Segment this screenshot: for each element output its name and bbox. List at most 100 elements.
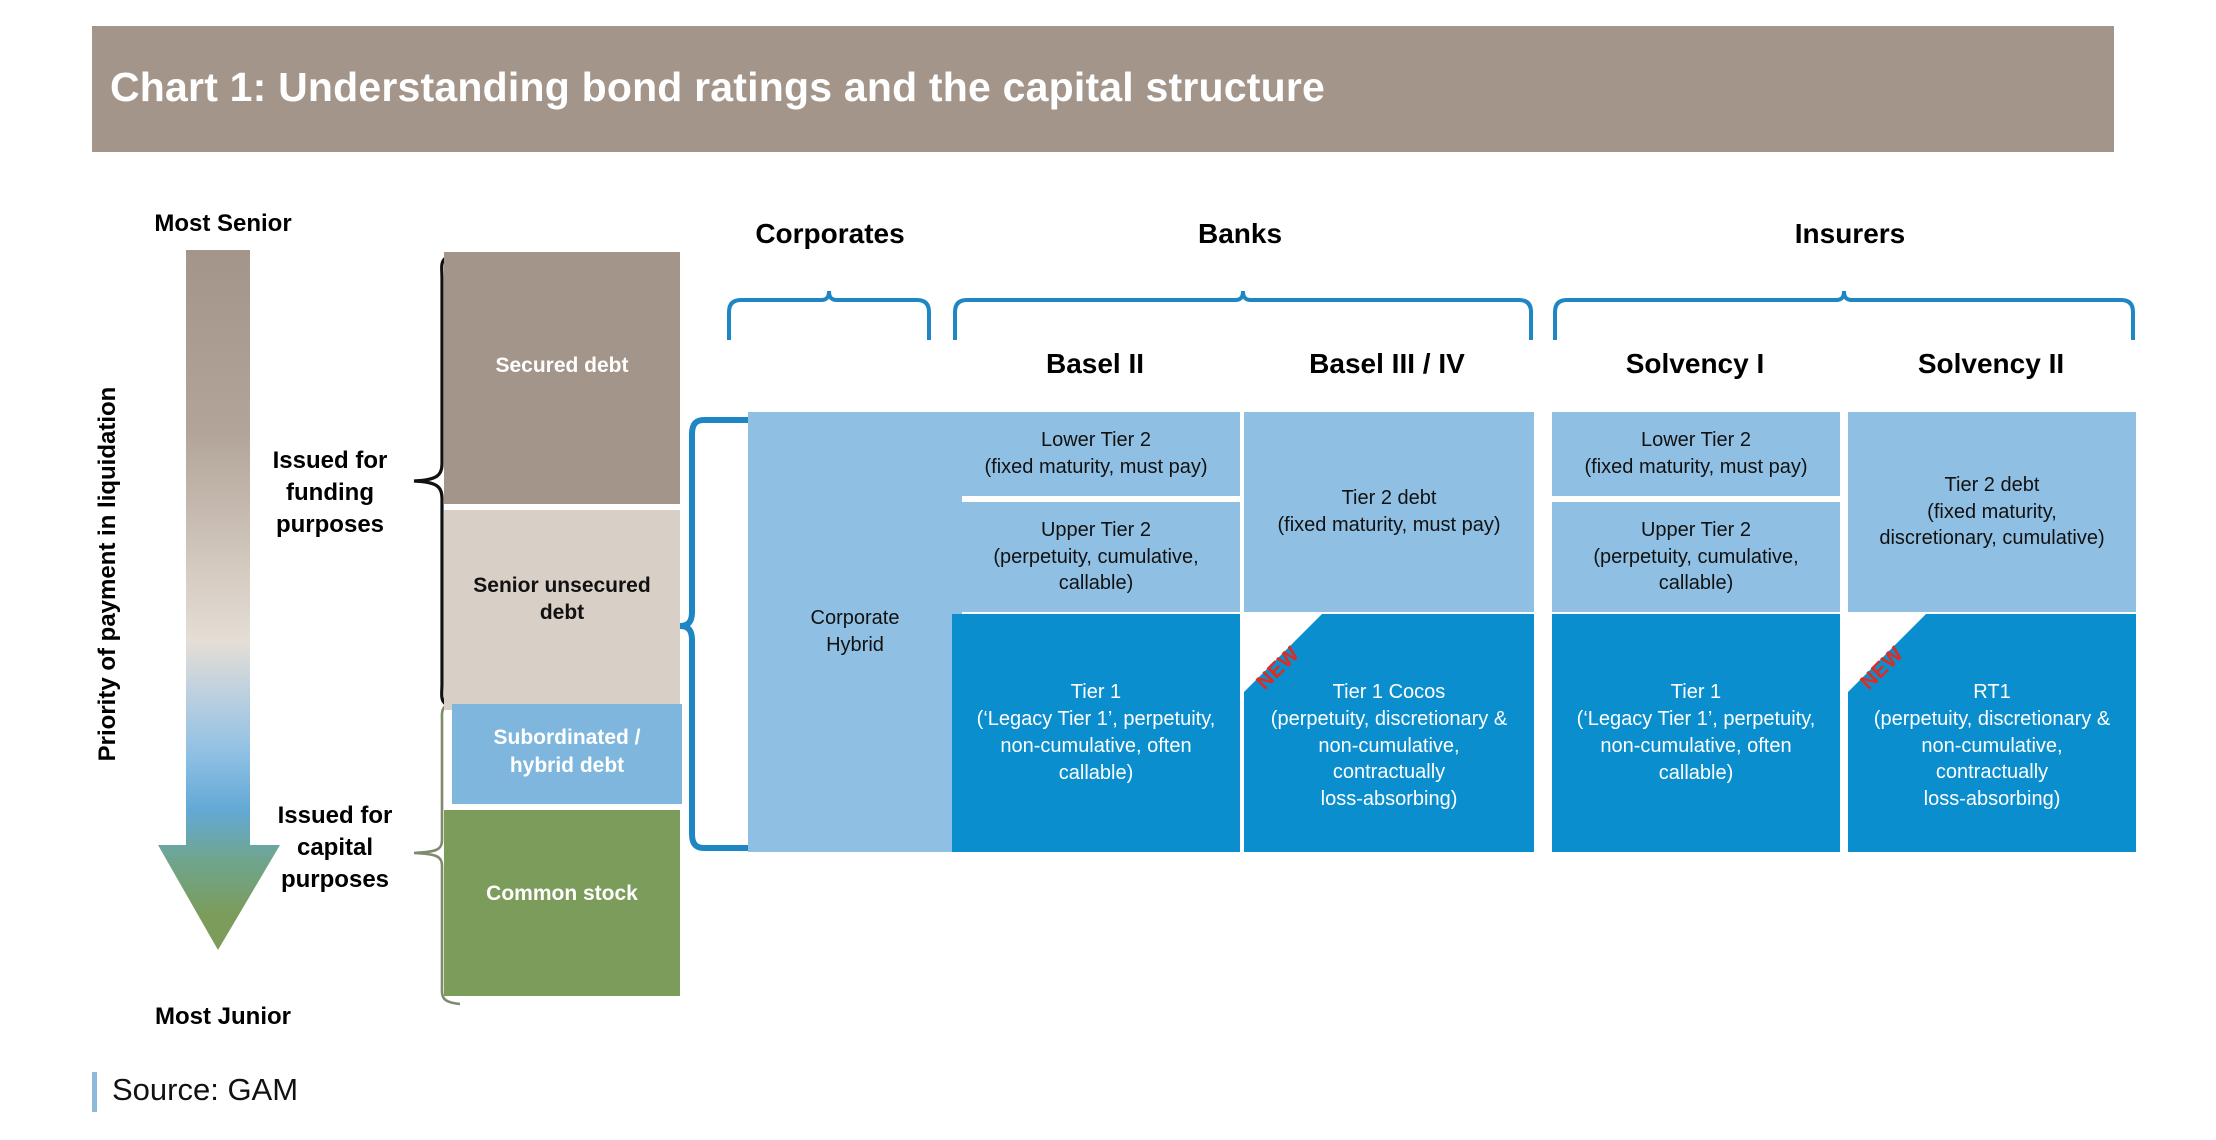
s2rt1-line-1: RT1	[1973, 681, 2011, 703]
s1t1-line-4: callable)	[1658, 761, 1734, 784]
page-title: Chart 1: Understanding bond ratings and …	[110, 64, 1325, 110]
b34cc-line-4: contractually	[1332, 761, 1446, 784]
s2t2-line-2: (fixed maturity,	[1927, 500, 2057, 523]
cell-solvency2-tier-2-debt[interactable]: Tier 2 debt (fixed maturity, discretiona…	[1848, 412, 2136, 612]
senior-line-2: debt	[539, 601, 585, 625]
cell-basel2-upper-tier-2[interactable]: Upper Tier 2 (perpetuity, cumulative, ca…	[952, 502, 1240, 612]
seniority-gradient-arrow	[158, 250, 280, 950]
s2rt1-line-4: contractually	[1935, 761, 2049, 784]
corp-hybrid-line-1: Corporate	[810, 607, 900, 630]
funding-line-2: funding	[286, 478, 374, 506]
ladder-box-common-stock[interactable]: Common stock	[444, 810, 680, 996]
cell-solvency2-rt1-text: RT1 (perpetuity, discretionary & non-cum…	[1864, 653, 2120, 813]
s2t2-line-3: discretionary, cumulative)	[1879, 527, 2105, 550]
b34cc-line-5: loss-absorbing)	[1320, 788, 1458, 811]
cell-solvency1-lower-tier-2-text: Lower Tier 2 (fixed maturity, must pay)	[1574, 427, 1817, 481]
s1ut2-line-1: Upper Tier 2	[1640, 518, 1752, 541]
b34t2-line-1: Tier 2 debt	[1341, 487, 1437, 510]
b34cc-line-3: non-cumulative,	[1318, 734, 1460, 757]
b2ut2-line-2: (perpetuity, cumulative,	[993, 545, 1199, 568]
b2ut2-line-3: callable)	[1058, 572, 1134, 595]
b2lt2-line-1: Lower Tier 2	[1040, 429, 1152, 452]
cell-basel2-tier-1[interactable]: Tier 1 (‘Legacy Tier 1’, perpetuity, non…	[952, 614, 1240, 852]
ladder-box-senior-unsecured-debt[interactable]: Senior unsecured debt	[444, 510, 680, 710]
s2rt1-line-3: non-cumulative,	[1921, 734, 2063, 757]
funding-line-3: purposes	[275, 510, 385, 538]
s2rt1-line-5: loss-absorbing)	[1923, 788, 2061, 811]
sub-line-1: Subordinated /	[493, 726, 641, 749]
ladder-label-subordinated-hybrid-debt: Subordinated / hybrid debt	[452, 724, 682, 781]
cell-solvency2-tier-2-debt-text: Tier 2 debt (fixed maturity, discretiona…	[1869, 472, 2114, 552]
subcolumn-title-basel-iii-iv: Basel III / IV	[1309, 348, 1465, 379]
b34cc-line-1: Tier 1 Cocos	[1332, 681, 1446, 703]
s1t1-line-3: non-cumulative, often	[1600, 735, 1792, 757]
axis-top-label: Most Senior	[154, 210, 292, 237]
insurers-group-brace	[1553, 290, 2135, 340]
cell-solvency1-tier-1[interactable]: Tier 1 (‘Legacy Tier 1’, perpetuity, non…	[1552, 614, 1840, 852]
s1ut2-line-3: callable)	[1658, 572, 1734, 595]
title-band	[92, 26, 2114, 152]
b2t1-line-4: callable)	[1058, 761, 1134, 784]
axis-rotated-label: Priority of payment in liquidation	[94, 386, 121, 762]
b34cc-line-2: (perpetuity, discretionary &	[1270, 707, 1508, 730]
cell-solvency1-upper-tier-2[interactable]: Upper Tier 2 (perpetuity, cumulative, ca…	[1552, 502, 1840, 612]
cell-corporate-hybrid-text: Corporate Hybrid	[801, 605, 910, 659]
new-badge-corner-basel34	[1244, 614, 1322, 692]
new-badge-corner-solvency2	[1848, 614, 1926, 692]
cell-solvency1-upper-tier-2-text: Upper Tier 2 (perpetuity, cumulative, ca…	[1583, 517, 1808, 597]
sub-line-2: hybrid debt	[509, 754, 625, 778]
capital-line-1: Issued for	[277, 802, 393, 829]
funding-bracket-label: Issued for funding purposes	[230, 445, 430, 541]
capital-brace	[413, 700, 461, 1006]
hybrid-connector-brace	[679, 417, 753, 851]
capital-bracket-label: Issued for capital purposes	[240, 800, 430, 896]
group-title-insurers: Insurers	[1794, 218, 1906, 249]
cell-basel34-tier-2-debt-text: Tier 2 debt (fixed maturity, must pay)	[1267, 485, 1510, 539]
ladder-label-secured-debt: Secured debt	[495, 354, 629, 377]
cell-basel34-tier-2-debt[interactable]: Tier 2 debt (fixed maturity, must pay)	[1244, 412, 1534, 612]
cell-basel2-lower-tier-2-text: Lower Tier 2 (fixed maturity, must pay)	[974, 427, 1217, 481]
funding-line-1: Issued for	[272, 447, 388, 474]
subcolumn-title-basel-ii: Basel II	[1045, 348, 1145, 379]
cell-basel34-tier-1-cocos-text: Tier 1 Cocos (perpetuity, discretionary …	[1261, 653, 1517, 813]
group-title-corporates: Corporates	[755, 218, 905, 249]
s2rt1-line-2: (perpetuity, discretionary &	[1873, 707, 2111, 730]
s1t1-line-1: Tier 1	[1670, 681, 1722, 704]
ladder-box-secured-debt[interactable]: Secured debt	[444, 252, 680, 504]
cell-solvency2-rt1[interactable]: NEW RT1 (perpetuity, discretionary & non…	[1848, 614, 2136, 852]
ladder-label-senior-unsecured-debt: Senior unsecured debt	[444, 572, 680, 627]
b2t1-line-1: Tier 1	[1070, 681, 1122, 704]
subcolumn-title-solvency-i: Solvency I	[1625, 348, 1765, 379]
b2lt2-line-2: (fixed maturity, must pay)	[984, 456, 1208, 478]
b34t2-line-2: (fixed maturity, must pay)	[1277, 514, 1501, 536]
ladder-box-subordinated-hybrid-debt[interactable]: Subordinated / hybrid debt	[452, 704, 682, 804]
source-label: Source: GAM	[112, 1072, 299, 1107]
capital-line-3: purposes	[280, 865, 390, 893]
s1lt2-line-1: Lower Tier 2	[1640, 429, 1752, 452]
subcolumn-title-solvency-ii: Solvency II	[1917, 348, 2065, 379]
source-accent-bar	[92, 1072, 97, 1112]
s2t2-line-1: Tier 2 debt	[1944, 473, 2040, 496]
cell-basel2-lower-tier-2[interactable]: Lower Tier 2 (fixed maturity, must pay)	[952, 412, 1240, 496]
corporates-group-brace	[727, 290, 931, 340]
b2t1-line-2: (‘Legacy Tier 1’, perpetuity,	[976, 708, 1216, 731]
b2ut2-line-1: Upper Tier 2	[1040, 518, 1152, 541]
s1ut2-line-2: (perpetuity, cumulative,	[1593, 545, 1799, 568]
banks-group-brace	[953, 290, 1533, 340]
group-title-banks: Banks	[1197, 218, 1283, 249]
s1t1-line-2: (‘Legacy Tier 1’, perpetuity,	[1576, 708, 1816, 731]
cell-solvency1-tier-1-text: Tier 1 (‘Legacy Tier 1’, perpetuity, non…	[1567, 679, 1826, 786]
b2t1-line-3: non-cumulative, often	[1000, 735, 1192, 757]
senior-line-1: Senior unsecured	[473, 574, 651, 597]
corp-hybrid-line-2: Hybrid	[826, 634, 884, 656]
cell-basel34-tier-1-cocos[interactable]: NEW Tier 1 Cocos (perpetuity, discretion…	[1244, 614, 1534, 852]
cell-corporate-hybrid[interactable]: Corporate Hybrid	[748, 412, 962, 852]
cell-basel2-tier-1-text: Tier 1 (‘Legacy Tier 1’, perpetuity, non…	[967, 679, 1226, 786]
s1lt2-line-2: (fixed maturity, must pay)	[1584, 456, 1808, 478]
capital-line-2: capital	[296, 833, 374, 861]
ladder-label-common-stock: Common stock	[486, 882, 638, 905]
funding-brace	[413, 252, 461, 710]
cell-solvency1-lower-tier-2[interactable]: Lower Tier 2 (fixed maturity, must pay)	[1552, 412, 1840, 496]
cell-basel2-upper-tier-2-text: Upper Tier 2 (perpetuity, cumulative, ca…	[983, 517, 1208, 597]
axis-bottom-label: Most Junior	[155, 1003, 291, 1030]
